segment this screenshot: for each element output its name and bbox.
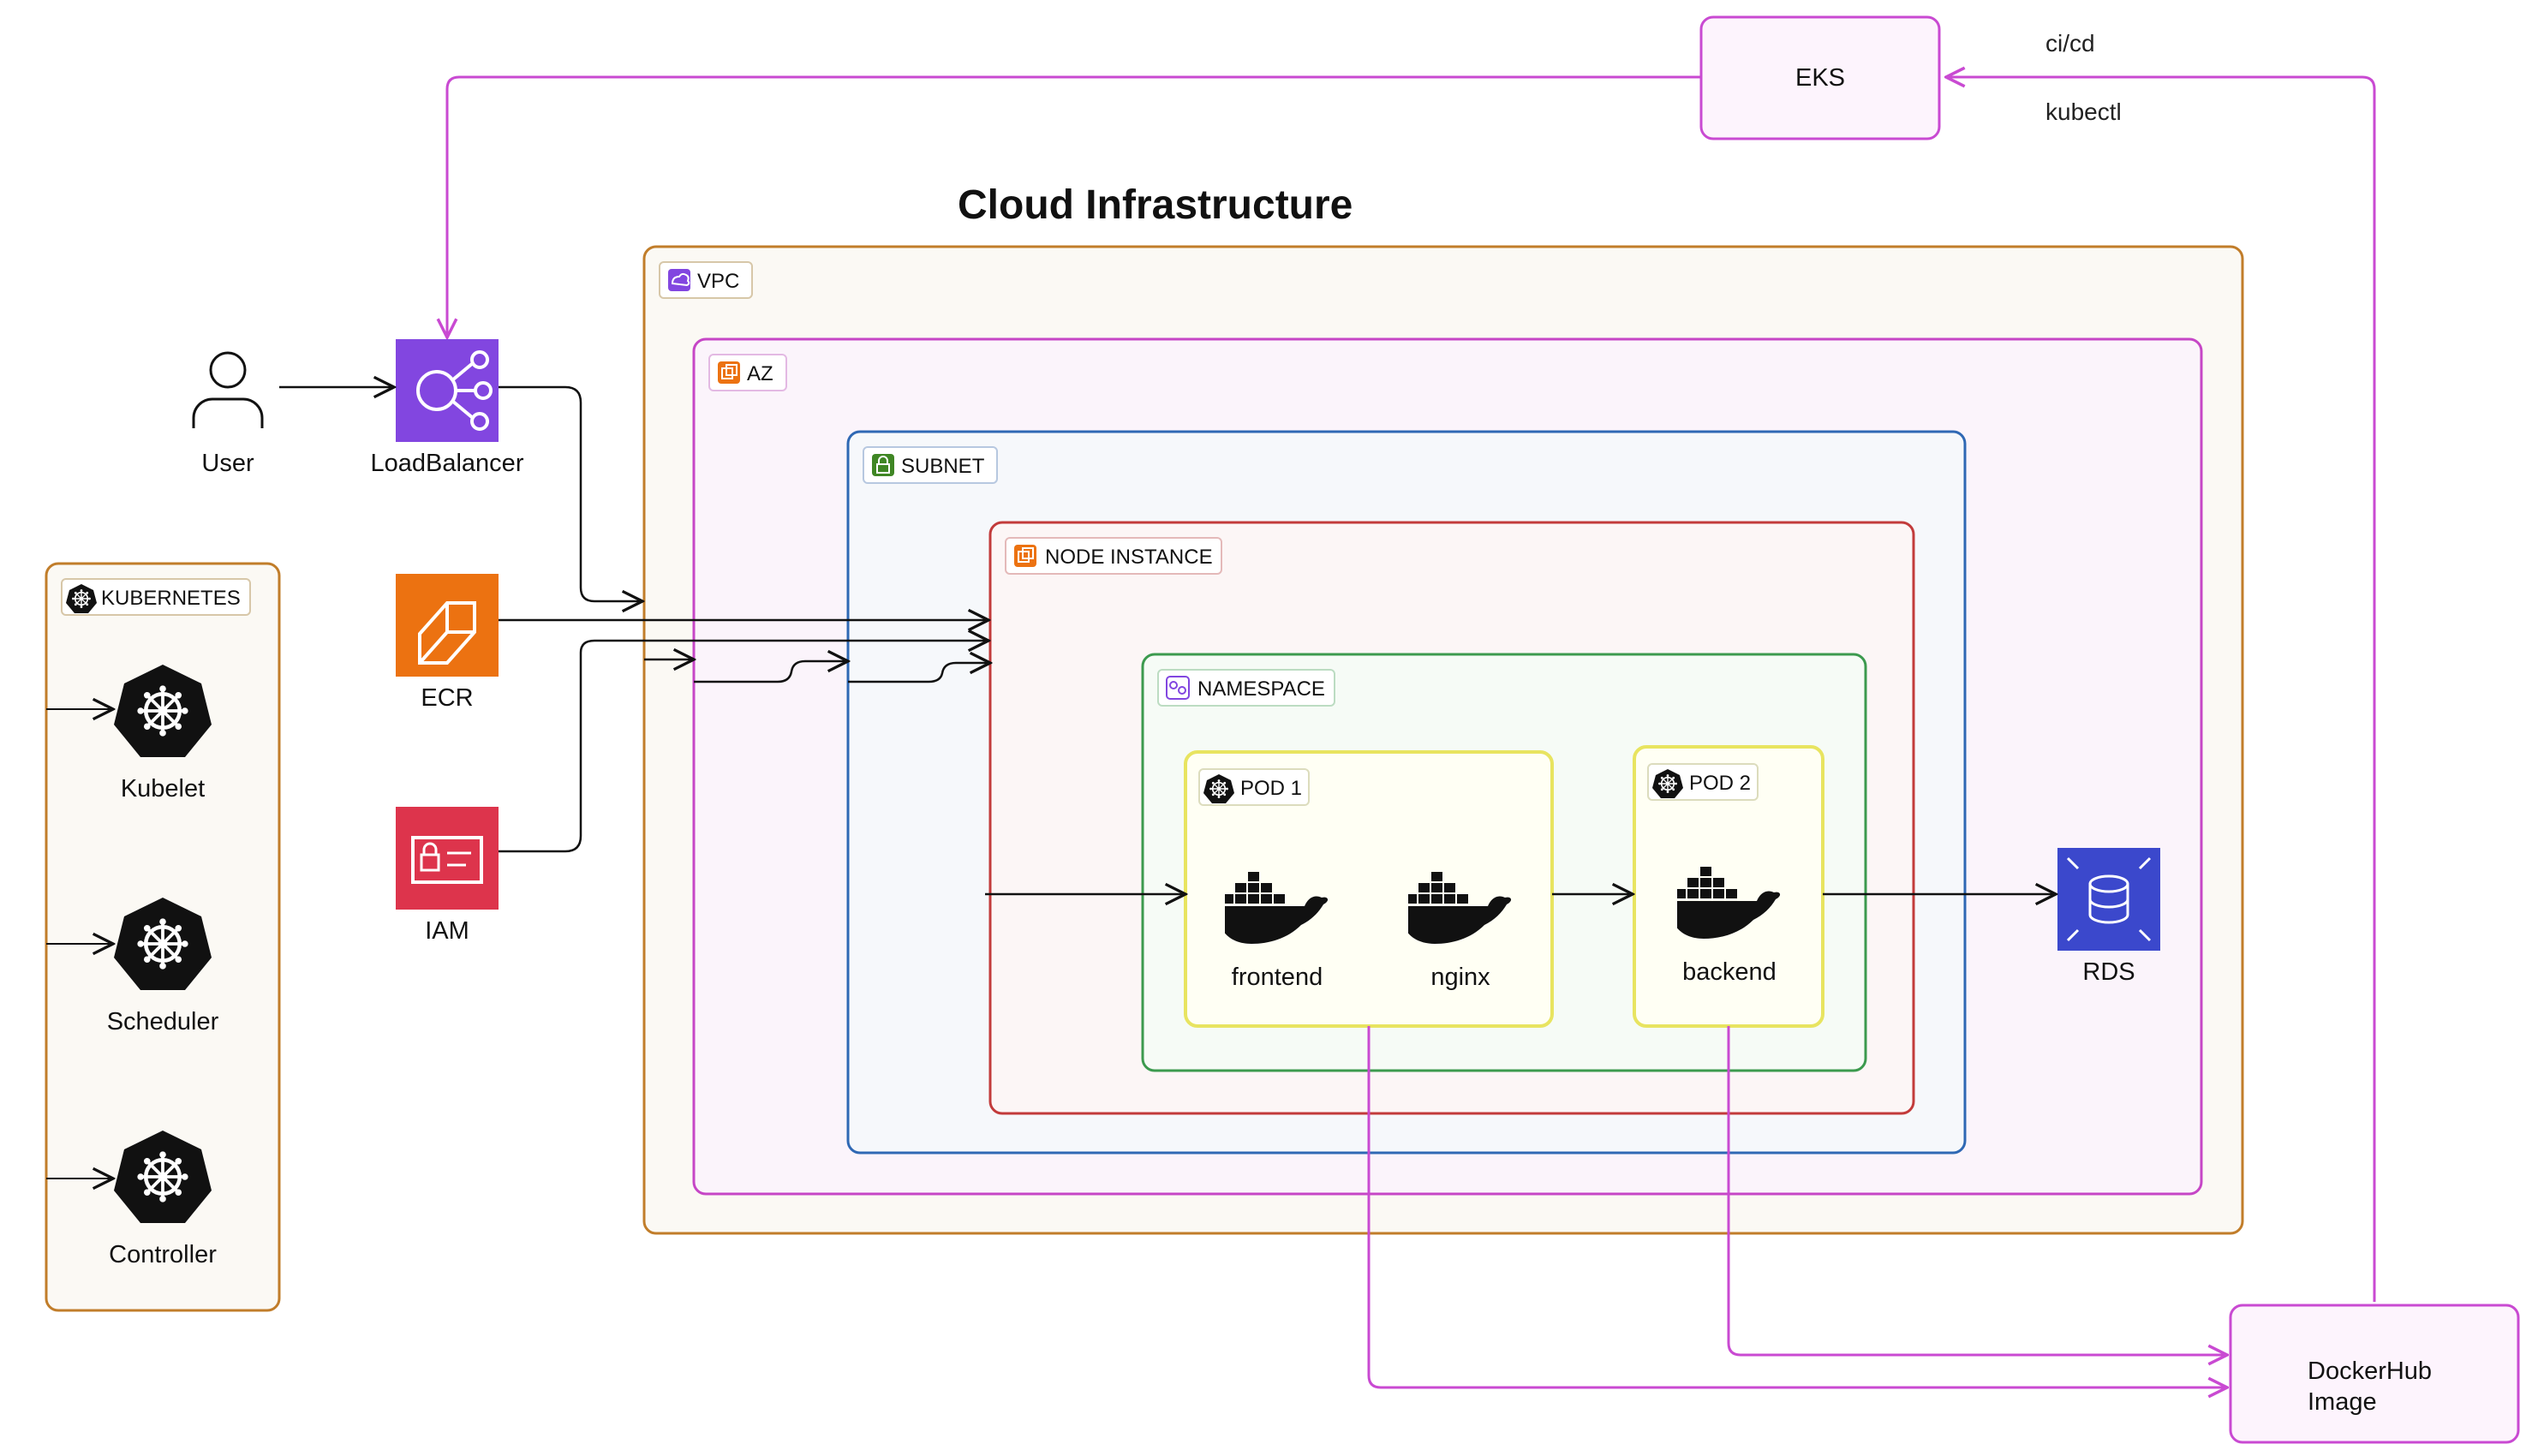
brain-icon (1166, 676, 1190, 700)
vpc-tag: VPC (659, 261, 753, 299)
subnet-to-node-edge (848, 663, 990, 683)
controller-label: Controller (109, 1241, 217, 1268)
dockerhub-node: DockerHub Image (2229, 1304, 2520, 1444)
ecr-label: ECR (421, 684, 473, 712)
user-icon (192, 351, 264, 428)
nginx-label: nginx (1430, 964, 1490, 991)
subnet-tag: SUBNET (863, 446, 998, 484)
nginx-service: nginx (1408, 872, 1512, 991)
namespace-tag: NAMESPACE (1157, 669, 1335, 707)
pod2-label: POD 2 (1689, 772, 1751, 795)
ecr-node: ECR (396, 574, 499, 712)
backend-service: backend (1677, 867, 1781, 986)
iam-node: IAM (396, 807, 499, 945)
user-node: User (192, 351, 264, 477)
az-label: AZ (747, 362, 773, 385)
pod1-to-dockerhub-edge (1367, 1026, 2227, 1387)
frontend-label: frontend (1232, 964, 1323, 991)
eks-to-loadbalancer-edge (447, 75, 1701, 337)
user-label: User (201, 450, 254, 477)
load-balancer-node: LoadBalancer (371, 339, 524, 477)
load-balancer-label: LoadBalancer (371, 450, 524, 477)
pod2-tag: POD 2 (1647, 763, 1759, 801)
kubernetes-label: KUBERNETES (101, 587, 241, 610)
controller-node: Controller (109, 1131, 217, 1268)
scheduler-node: Scheduler (107, 898, 219, 1035)
pod1-label: POD 1 (1240, 777, 1302, 800)
dockerhub-label: DockerHub (2308, 1358, 2432, 1385)
subnet-label: SUBNET (901, 455, 985, 478)
rds-label: RDS (2082, 958, 2135, 986)
scheduler-label: Scheduler (107, 1008, 219, 1035)
eks-label: EKS (1795, 64, 1845, 92)
loadbalancer-to-vpc-edge (499, 385, 642, 601)
dockerhub-image-label: Image (2308, 1388, 2377, 1416)
vpc-label: VPC (697, 270, 739, 293)
iam-label: IAM (425, 917, 469, 945)
diagram-title: Cloud Infrastructure (958, 182, 1353, 228)
pod1-tag: POD 1 (1198, 768, 1310, 806)
backend-label: backend (1682, 958, 1777, 986)
pod2-to-dockerhub-edge (1727, 1026, 2227, 1355)
vpc-icon (668, 269, 690, 291)
az-to-subnet-edge (694, 661, 848, 683)
kubectl-label: kubectl (2045, 98, 2122, 125)
namespace-label: NAMESPACE (1197, 677, 1325, 701)
node-instance-label: NODE INSTANCE (1045, 546, 1213, 569)
iam-to-node-edge (499, 641, 988, 853)
node-instance-tag: NODE INSTANCE (1005, 537, 1222, 575)
rds-node: RDS (2057, 848, 2160, 986)
frontend-service: frontend (1225, 872, 1329, 991)
cicd-label: ci/cd (2045, 30, 2095, 57)
az-tag: AZ (708, 354, 787, 391)
kubelet-node: Kubelet (114, 665, 212, 803)
dockerhub-to-eks-edge (1946, 77, 2376, 1302)
eks-node: EKS (1699, 15, 1941, 140)
kubelet-label: Kubelet (121, 775, 205, 803)
